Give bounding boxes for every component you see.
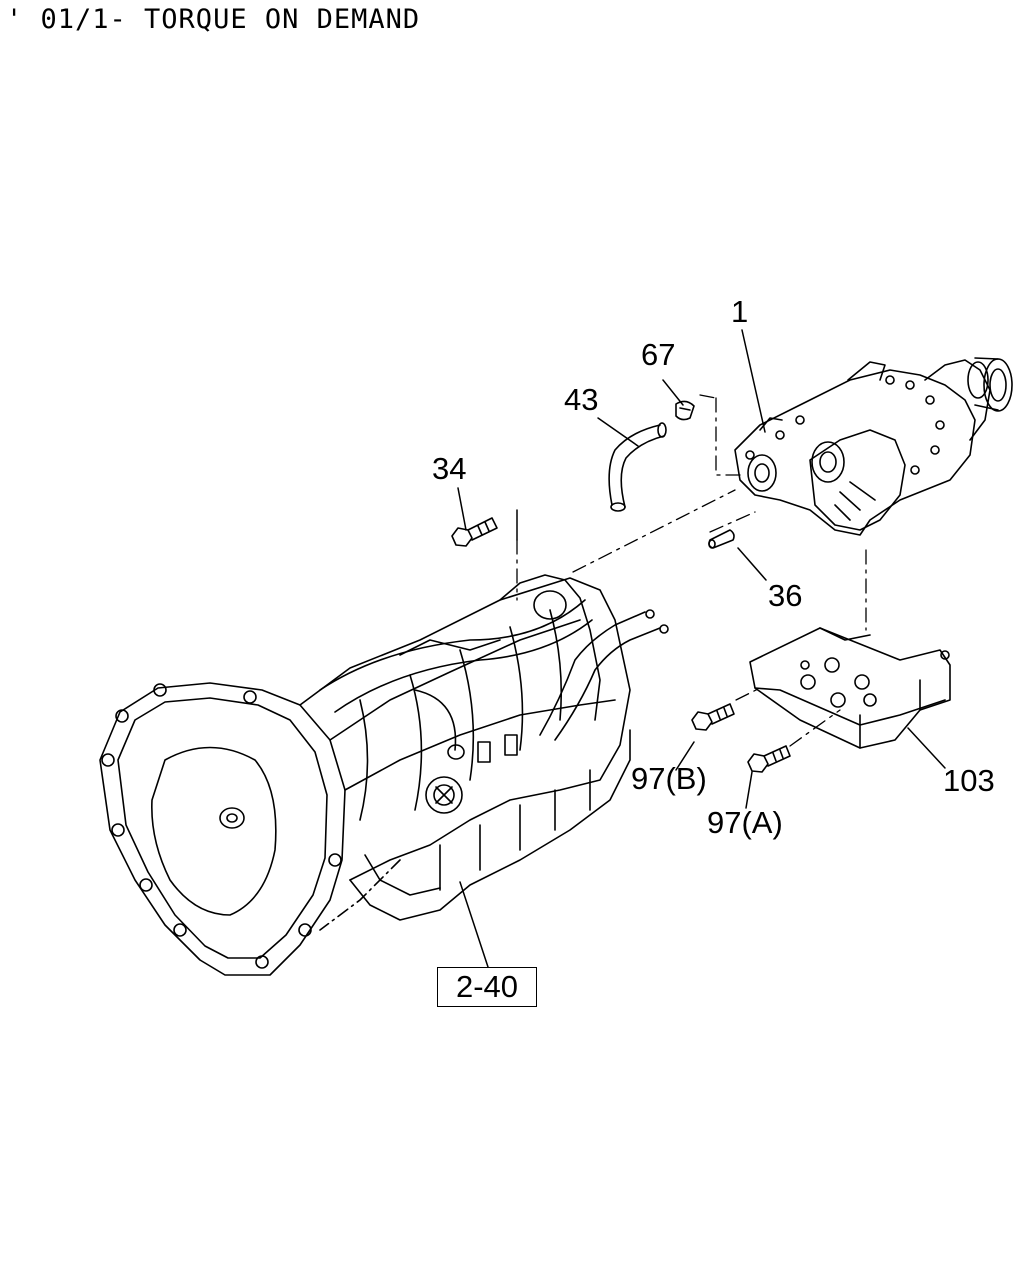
transfer-case: [735, 358, 1012, 535]
bolt-34: [452, 518, 497, 546]
callout-part-34: 34: [432, 451, 467, 486]
hose-clip: [676, 401, 694, 419]
callout-part-67: 67: [641, 337, 676, 372]
mounting-bracket-103: [750, 628, 950, 748]
callout-part-43: 43: [564, 382, 599, 417]
diagram-title: ' 01/1- TORQUE ON DEMAND: [6, 4, 421, 35]
callout-part-36: 36: [768, 578, 803, 613]
callout-part-97b: 97(B): [631, 761, 707, 796]
bolt-97a: [748, 746, 790, 772]
callout-part-1: 1: [731, 294, 749, 329]
breather-hose: [609, 423, 666, 511]
dowel-pin-36: [709, 530, 734, 548]
callout-part-103: 103: [943, 763, 995, 798]
transmission-assembly: [100, 575, 668, 975]
leader-lines: [458, 330, 945, 967]
reference-box-2-40: 2-40: [437, 967, 537, 1007]
assembly-lines: [517, 395, 866, 746]
bolt-97b: [692, 704, 734, 730]
callout-part-97a: 97(A): [707, 805, 783, 840]
